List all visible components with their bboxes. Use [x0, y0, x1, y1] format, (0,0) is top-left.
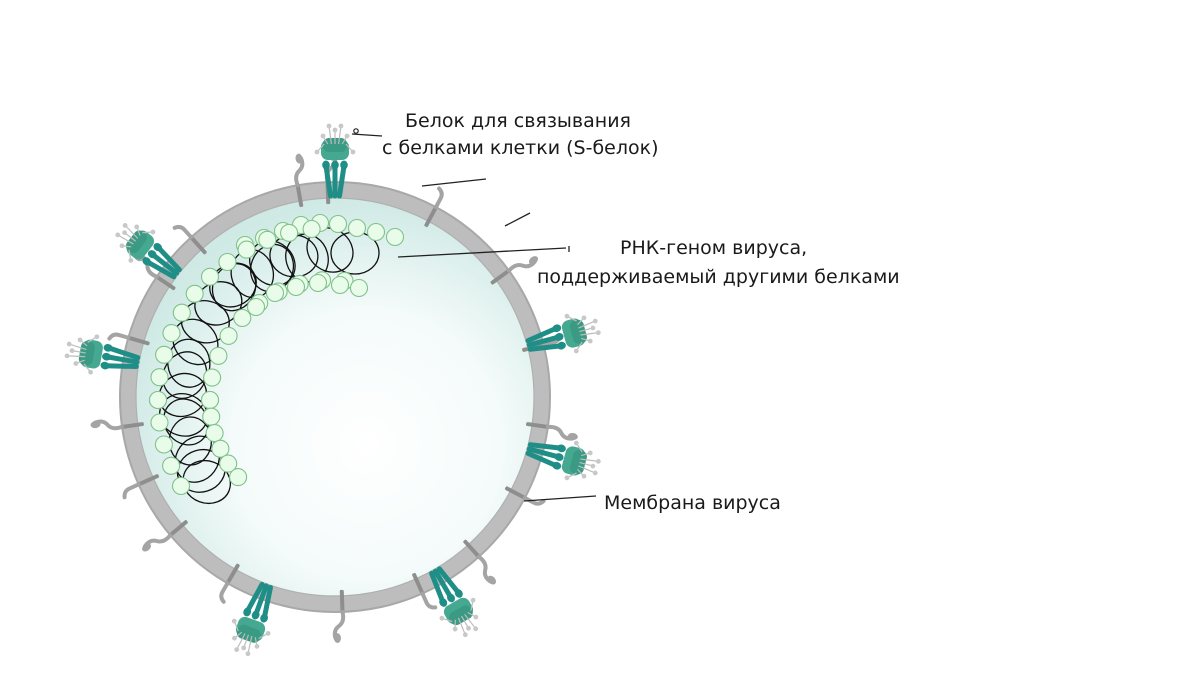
spike-protein-icon: [525, 440, 601, 481]
rna-bead-icon: [219, 326, 238, 345]
rna-bead-icon: [154, 435, 173, 454]
membrane-protein-icon: [90, 419, 144, 431]
rna-bead-icon: [162, 324, 181, 343]
rna-bead-icon: [209, 346, 228, 365]
rna-bead-icon: [211, 439, 230, 458]
rna-bead-icon: [302, 219, 321, 239]
rna-bead-icon: [229, 468, 248, 487]
rna-bead-icon: [200, 267, 220, 286]
rna-bead-icon: [233, 308, 252, 328]
rna-bead-icon: [203, 368, 222, 387]
rna-bead-icon: [258, 230, 277, 249]
rna-bead-icon: [148, 390, 168, 410]
rna-bead-icon: [237, 240, 256, 259]
virus-membrane: [119, 181, 551, 613]
rna-bead-icon: [265, 283, 285, 303]
rna-bead-icon: [280, 223, 299, 242]
rna-leader-line: [397, 247, 567, 258]
membrane-protein-icon: [122, 474, 160, 500]
membrane-protein-icon: [412, 572, 438, 610]
rna-bead-icon: [150, 413, 169, 432]
rna-bead-icon: [330, 275, 350, 295]
membrane-protein-icon: [526, 422, 578, 441]
rna-bead-icon: [347, 218, 367, 238]
rna-bead-icon: [202, 407, 221, 426]
rna-label-line1: РНК-геном вируса,: [620, 237, 807, 259]
membrane-proteins: [90, 150, 578, 644]
spike-protein-icon: [429, 566, 479, 638]
membrane-leader-line: [523, 495, 597, 502]
spike-label-line1: Белок для связывания: [405, 110, 631, 132]
rna-bead-icon: [185, 284, 204, 303]
rna-bead-icon: [171, 476, 191, 496]
spike-leader-dot: [353, 128, 359, 134]
membrane-protein-icon: [332, 589, 346, 644]
rna-bead-icon: [286, 277, 306, 297]
membrane-protein-icon: [490, 256, 539, 285]
membrane-protein-icon: [294, 153, 305, 208]
rna-bead-icon: [308, 273, 328, 293]
rna-bead-icon: [366, 222, 386, 242]
rna-strand-loop: [182, 459, 232, 505]
spike-protein-icon: [525, 313, 601, 354]
spike-leader-line: [351, 133, 383, 137]
rna-bead-icon: [162, 456, 181, 475]
spike-protein-icon: [231, 581, 273, 657]
rna-bead-icon: [218, 252, 237, 272]
spike-proteins: [64, 123, 601, 657]
rna-label-line2: поддерживаемый другими белками: [537, 266, 900, 288]
membrane-protein-icon: [504, 486, 546, 506]
rna-strand-loop: [167, 338, 211, 388]
membrane-protein-icon: [172, 224, 207, 255]
rna-bead-icon: [385, 227, 405, 247]
membrane-protein-icon: [107, 332, 150, 346]
rna-bead-icon: [219, 454, 238, 473]
rna-bead-icon: [150, 368, 169, 387]
membrane-label: Мембрана вируса: [604, 492, 781, 514]
spike-protein-icon: [64, 334, 141, 375]
rna-bead-icon: [246, 297, 266, 317]
rna-strand-loop: [249, 243, 295, 293]
membrane-protein-icon: [142, 520, 188, 552]
spike-protein-icon: [115, 223, 182, 280]
rna-bead-icon: [328, 214, 348, 234]
membrane-top-leader-line: [421, 178, 487, 187]
leader-lines: [351, 128, 597, 502]
rna-bead-icon: [172, 303, 191, 322]
spike-protein-icon: [314, 123, 356, 199]
membrane-protein-icon: [424, 186, 444, 228]
rna-bead-icon: [155, 345, 174, 364]
spike-label-line2: с белками клетки (S-белок): [382, 137, 659, 159]
rna-genome: [148, 213, 405, 505]
membrane-upper-right-leader-line: [504, 212, 531, 227]
rna-bead-icon: [200, 390, 220, 410]
membrane-protein-icon: [463, 539, 497, 585]
rna-bead-icon: [205, 424, 224, 443]
membrane-protein-icon: [219, 563, 240, 604]
rna-bead-icon: [349, 278, 369, 298]
